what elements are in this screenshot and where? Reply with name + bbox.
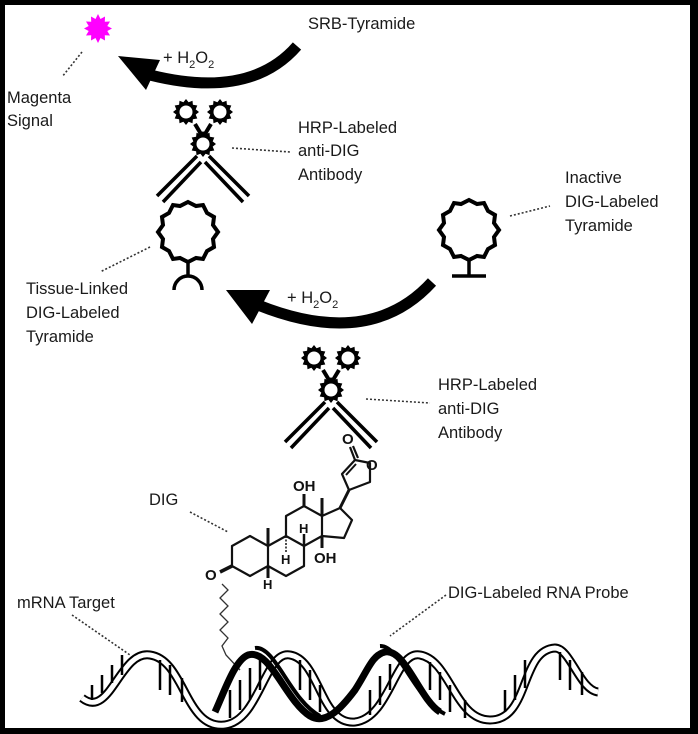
tissue-tyramide-leader xyxy=(99,246,151,273)
h-lower-text: H xyxy=(263,577,272,592)
bottom-antibody-label-line2: anti-DIG xyxy=(438,400,499,418)
tyramide-ring-icon xyxy=(156,200,220,291)
dig-leader xyxy=(189,511,229,533)
rna-double-helix-icon xyxy=(79,643,600,730)
reaction-arrow-icon xyxy=(226,278,437,329)
dig-label: DIG xyxy=(149,491,178,509)
antibody-icon xyxy=(285,345,377,448)
h-upper-text: H xyxy=(299,521,308,536)
top-antibody-leader xyxy=(231,147,291,153)
o-ether-text: O xyxy=(205,567,217,584)
inactive-tyramide-label-line1: Inactive xyxy=(565,169,622,187)
reaction-arrow-icon xyxy=(118,42,302,90)
magenta-signal-star-icon xyxy=(84,14,112,43)
inactive-tyramide-label-line2: DIG-Labeled xyxy=(565,193,659,211)
rna-probe-leader xyxy=(389,594,447,637)
inactive-tyramide-label-line3: Tyramide xyxy=(565,217,633,235)
h-mid-text: H xyxy=(281,552,290,567)
magenta-signal-leader xyxy=(61,51,83,78)
top-antibody-label-line3: Antibody xyxy=(298,166,363,184)
middle-reaction-h2o2: + H2O2 xyxy=(287,289,338,311)
bottom-antibody-label-line1: HRP-Labeled xyxy=(438,376,537,394)
top-antibody-label-line2: anti-DIG xyxy=(298,142,359,160)
digoxigenin-molecule-icon: OH OH H H H O O O xyxy=(205,431,378,671)
top-reaction-h2o2: + H2O2 xyxy=(163,49,214,71)
mrna-target-label: mRNA Target xyxy=(17,594,115,612)
mrna-target-leader xyxy=(71,614,131,656)
magenta-signal-label-line1: Magenta xyxy=(7,89,72,107)
o-carbonyl-text: O xyxy=(342,431,354,448)
bottom-antibody-leader xyxy=(365,398,431,404)
antibody-icon xyxy=(157,99,249,202)
tissue-tyramide-label-line3: Tyramide xyxy=(26,328,94,346)
oh-bottom-text: OH xyxy=(314,550,337,567)
bottom-antibody-label-line3: Antibody xyxy=(438,424,503,442)
srb-tyramide-label: SRB-Tyramide xyxy=(308,15,415,33)
oh-top-text: OH xyxy=(293,478,316,495)
o-ring-text: O xyxy=(366,457,378,474)
tyramide-ring-icon xyxy=(437,198,501,278)
tissue-tyramide-label-line1: Tissue-Linked xyxy=(26,280,128,298)
rna-probe-label: DIG-Labeled RNA Probe xyxy=(448,584,629,602)
inactive-tyramide-leader xyxy=(509,205,551,217)
magenta-signal-label-line2: Signal xyxy=(7,112,53,130)
top-antibody-label-line1: HRP-Labeled xyxy=(298,119,397,137)
tissue-tyramide-label-line2: DIG-Labeled xyxy=(26,304,120,322)
